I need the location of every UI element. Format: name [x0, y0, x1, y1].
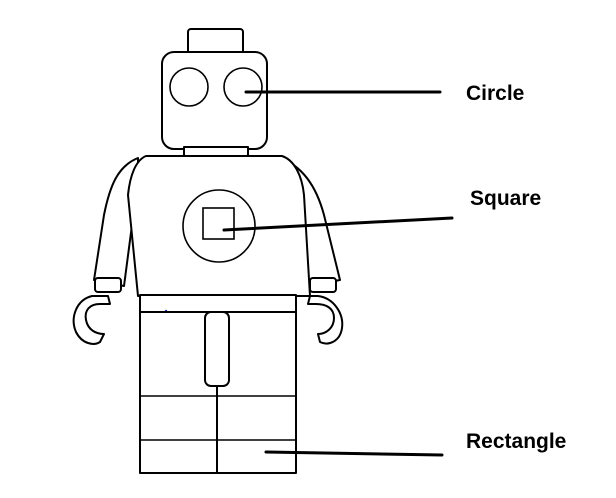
- rectangle-leader-line: [264, 450, 444, 457]
- torso-circle: [182, 189, 256, 263]
- square-label: Square: [470, 187, 541, 210]
- left-arm: [93, 157, 139, 287]
- right-hand: [307, 295, 344, 345]
- right-eye: [223, 67, 263, 107]
- leg-divider: [204, 311, 230, 387]
- left-wrist: [94, 277, 122, 293]
- left-eye: [169, 67, 209, 107]
- right-wrist: [309, 277, 337, 293]
- torso-square: [202, 207, 235, 240]
- head: [161, 51, 268, 150]
- rectangle-label: Rectangle: [466, 430, 566, 453]
- right-leg: [216, 311, 297, 474]
- square-leader-line: [222, 216, 454, 232]
- hips: [139, 294, 297, 314]
- left-hand: [72, 295, 111, 345]
- circle-label: Circle: [466, 82, 524, 105]
